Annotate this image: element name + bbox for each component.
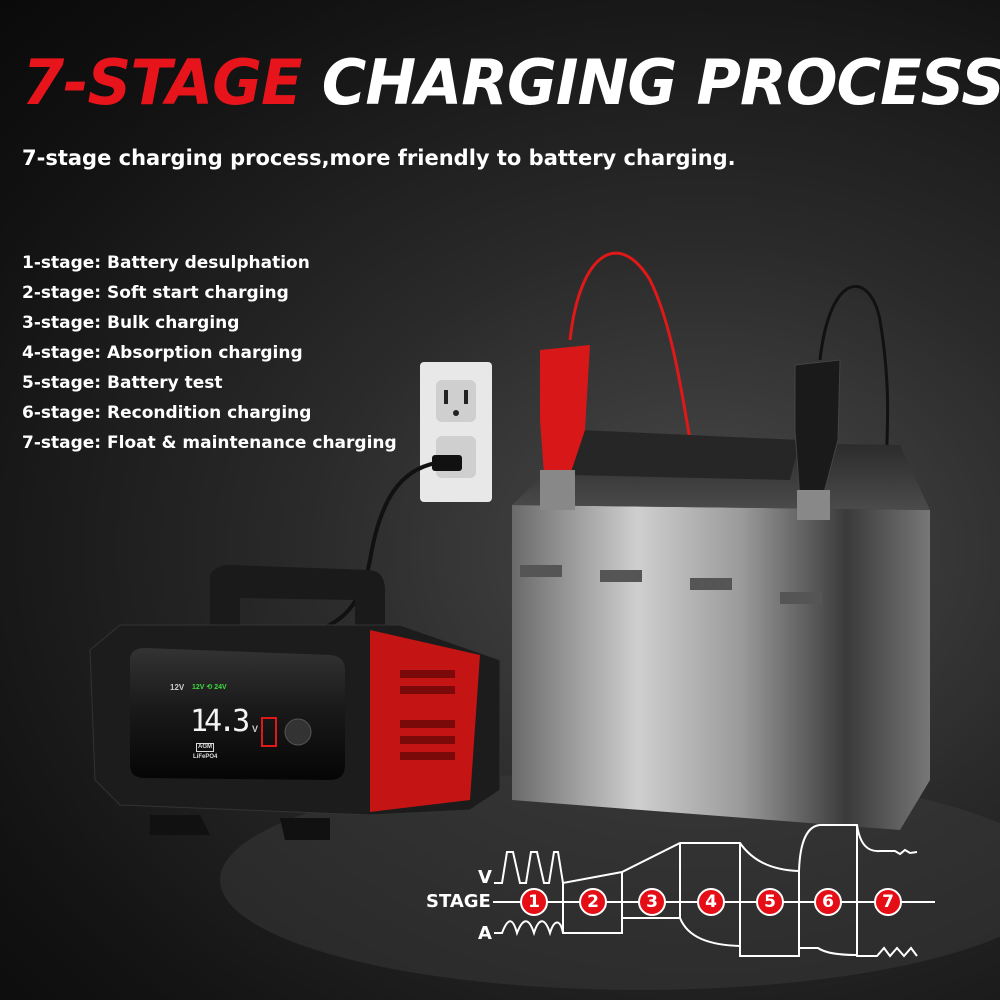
stage-marker-3: 3 (638, 888, 666, 916)
stage-item: 6-stage: Recondition charging (22, 403, 312, 423)
black-cable (818, 284, 890, 471)
stage-marker-7: 7 (874, 888, 902, 916)
display-12v: 12V (170, 683, 185, 692)
battery-charger (89, 565, 501, 840)
floor-reflection (220, 770, 1000, 990)
title-highlight: 7-STAGE (22, 46, 303, 119)
battery-level-icon (261, 717, 277, 747)
mode-button (284, 718, 312, 746)
stage-label: STAGE (426, 891, 491, 912)
voltage-label: V (478, 867, 492, 888)
stage-item: 7-stage: Float & maintenance charging (22, 433, 397, 453)
stage-list: 1-stage: Battery desulphation 2-stage: S… (22, 252, 397, 462)
display-lifepo4: LiFePO4 (193, 754, 218, 760)
stage-marker-5: 5 (756, 888, 784, 916)
display-reading: 14.3 (190, 704, 250, 739)
display-agm: AGM (196, 743, 214, 752)
red-cable (568, 251, 692, 441)
stage-marker-2: 2 (579, 888, 607, 916)
red-clamp (540, 345, 590, 510)
title-rest: CHARGING PROCESS (321, 46, 1000, 119)
stage-marker-4: 4 (697, 888, 725, 916)
stage-item: 5-stage: Battery test (22, 373, 223, 393)
battery (512, 430, 930, 830)
wall-outlet (420, 362, 492, 502)
stage-item: 3-stage: Bulk charging (22, 313, 240, 333)
stage-item: 2-stage: Soft start charging (22, 283, 289, 303)
stage-marker-1: 1 (520, 888, 548, 916)
black-clamp (794, 359, 841, 520)
current-curve (494, 917, 918, 958)
display-unit: V (252, 724, 259, 734)
stage-marker-6: 6 (814, 888, 842, 916)
current-label: A (478, 923, 492, 944)
power-cable (319, 461, 437, 632)
page-title: 7-STAGE CHARGING PROCESS (22, 52, 1000, 114)
stage-item: 4-stage: Absorption charging (22, 343, 303, 363)
subtitle: 7-stage charging process,more friendly t… (22, 146, 736, 170)
display-mode-switch: 12V ⟲ 24V (192, 684, 227, 691)
stage-item: 1-stage: Battery desulphation (22, 253, 310, 273)
